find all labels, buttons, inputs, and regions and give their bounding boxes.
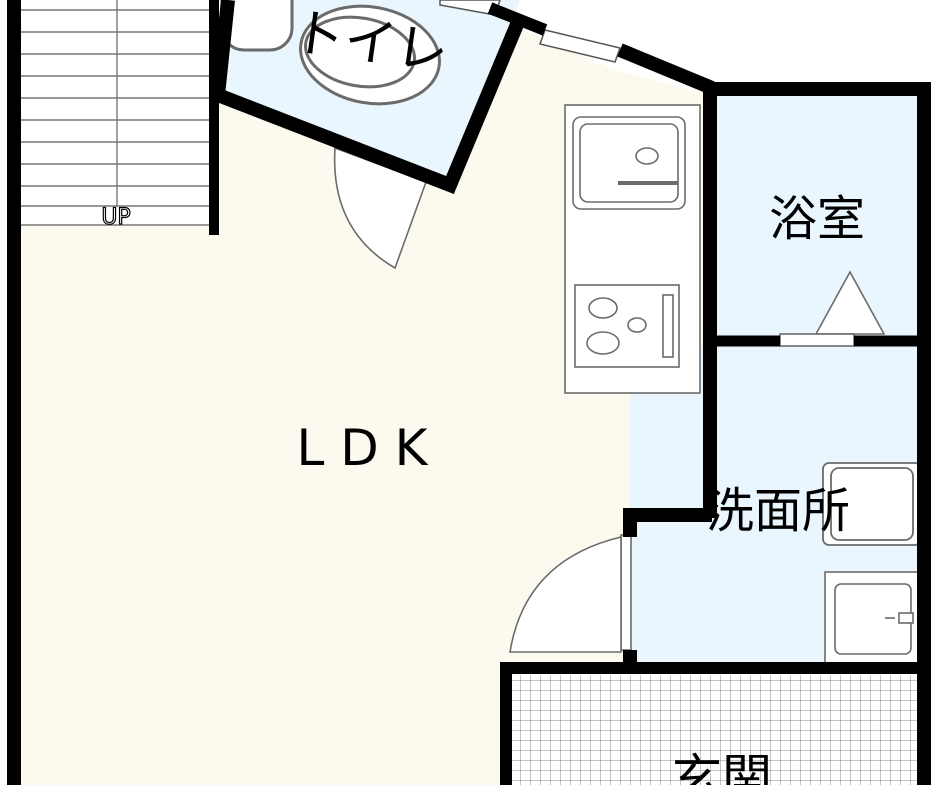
room-label-entrance: 玄関 [672, 749, 772, 785]
sink-icon [572, 116, 686, 210]
staircase: UP [14, 0, 214, 231]
stove-icon [574, 284, 680, 368]
bath-door [779, 270, 886, 347]
room-label-washroom: 洗面所 [706, 483, 850, 539]
kitchen-counter [564, 104, 701, 394]
room-label-ldk: L D K [297, 419, 429, 477]
entrance-floor [510, 675, 920, 785]
bath-floor [712, 92, 922, 340]
toilet-bowl-icon [220, 0, 441, 106]
walls [7, 0, 931, 785]
room-label-bath: 浴室 [769, 191, 865, 247]
washroom-door [509, 534, 632, 653]
washbasin-icon [824, 571, 922, 665]
washing-machine-icon [822, 462, 922, 546]
stairs-up-label: UP [101, 205, 130, 230]
